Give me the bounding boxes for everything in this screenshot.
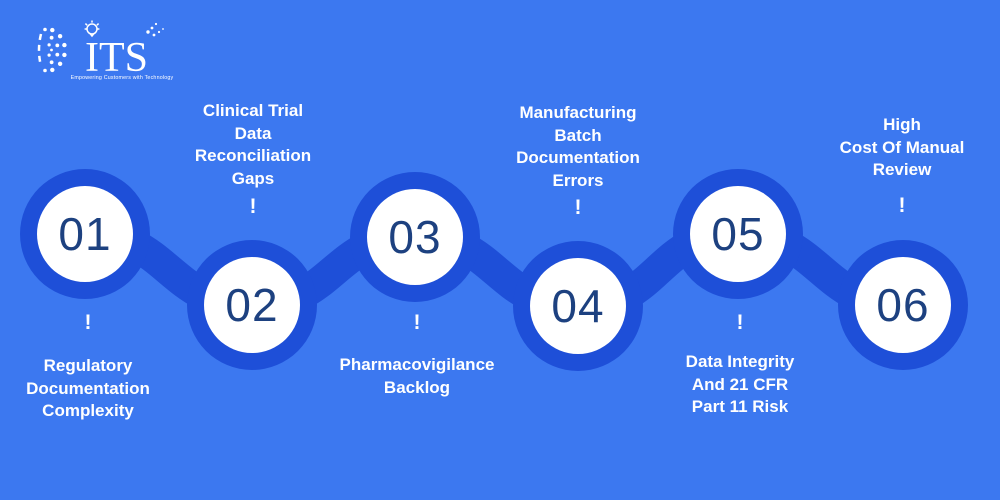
step-number-01: 01 bbox=[58, 208, 112, 260]
logo-letter-d-dots bbox=[37, 27, 67, 73]
step-number-02: 02 bbox=[225, 279, 279, 331]
exclamation-mark-06: ! bbox=[898, 194, 906, 217]
exclamation-mark-03: ! bbox=[413, 311, 421, 334]
logo-tagline: Empowering Customers with Technology bbox=[71, 75, 174, 81]
step-label-05: Data Integrity And 21 CFR Part 11 Risk bbox=[685, 352, 795, 416]
logo-sparkle-dots bbox=[146, 22, 164, 37]
dits-logo: ITS Empowering Customers with Technology bbox=[37, 20, 174, 81]
step-circle-03 bbox=[350, 172, 480, 302]
exclamation-mark-02: ! bbox=[249, 195, 257, 218]
lightbulb-icon bbox=[84, 20, 100, 38]
step-circle-06 bbox=[838, 240, 968, 370]
step-circle-04 bbox=[513, 241, 643, 371]
step-circle-05 bbox=[673, 169, 803, 299]
logo-letters: ITS bbox=[85, 35, 148, 81]
step-number-06: 06 bbox=[876, 279, 930, 331]
step-label-03: Pharmacovigilance Backlog bbox=[339, 355, 495, 397]
step-number-03: 03 bbox=[388, 211, 442, 263]
step-number-05: 05 bbox=[711, 208, 765, 260]
step-label-02: Clinical Trial Data Reconciliation Gaps bbox=[194, 101, 312, 188]
step-circle-02 bbox=[187, 240, 317, 370]
step-label-01: Regulatory Documentation Complexity bbox=[26, 356, 150, 420]
step-number-04: 04 bbox=[551, 280, 605, 332]
step-circle-01 bbox=[20, 169, 150, 299]
exclamation-mark-04: ! bbox=[574, 196, 582, 219]
exclamation-mark-05: ! bbox=[736, 311, 744, 334]
step-label-06: High Cost Of Manual Review bbox=[839, 115, 965, 179]
exclamation-mark-01: ! bbox=[84, 311, 92, 334]
step-label-04: Manufacturing Batch Documentation Errors bbox=[516, 103, 640, 190]
